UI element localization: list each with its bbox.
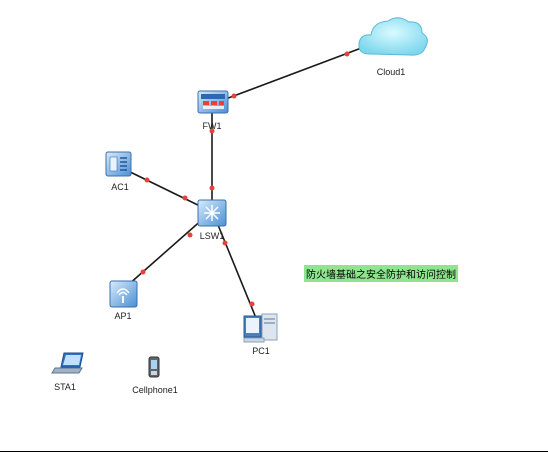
topology-annotation[interactable]: 防火墙基础之安全防护和访问控制 <box>304 265 458 282</box>
device-label-lsw1: LSW1 <box>199 231 225 241</box>
access-controller-icon[interactable] <box>105 151 132 177</box>
device-label-pc1: PC1 <box>252 346 270 356</box>
firewall-icon[interactable] <box>197 90 229 114</box>
port-dots <box>140 51 350 307</box>
switch-icon[interactable] <box>197 199 227 227</box>
device-label-cloud1: Cloud1 <box>376 67 406 77</box>
pc-icon[interactable] <box>243 313 278 343</box>
device-label-fw1: FW1 <box>202 121 222 131</box>
link-ac-lsw[interactable] <box>121 167 205 209</box>
access-point-icon[interactable] <box>109 280 138 308</box>
device-label-cellphone1: Cellphone1 <box>132 385 178 395</box>
link-lsw-pc[interactable] <box>215 219 257 319</box>
device-label-ac1: AC1 <box>111 182 129 192</box>
laptop-icon[interactable] <box>51 352 84 374</box>
cloud-icon[interactable] <box>358 17 428 56</box>
link-lsw-ap[interactable] <box>127 217 205 286</box>
device-label-sta1: STA1 <box>54 382 76 392</box>
canvas-bottom-border <box>0 451 548 452</box>
cellphone-icon[interactable] <box>148 356 160 378</box>
device-label-ap1: AP1 <box>114 311 132 321</box>
